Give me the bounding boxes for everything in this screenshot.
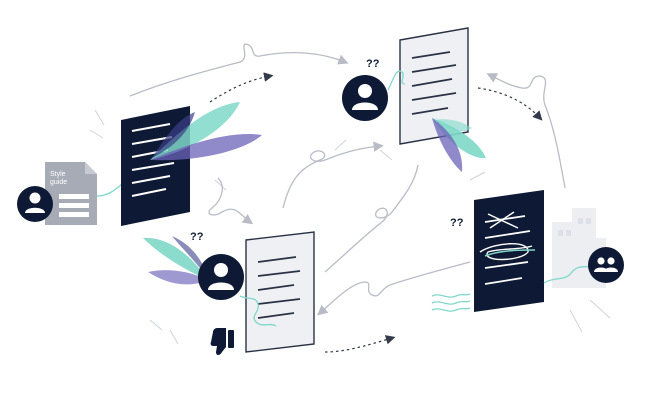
feedback-burst-bottom-left [143, 236, 208, 285]
teal-connector [543, 265, 595, 284]
dashed-arrow-top-right [477, 87, 543, 121]
flow-line-center-up [324, 164, 419, 273]
flow-line-bottom [317, 261, 471, 316]
draft-document-edited [474, 190, 544, 312]
dashed-arrow-bottom [324, 335, 396, 353]
flow-line-top [129, 43, 349, 97]
teal-connector [387, 70, 406, 91]
dashed-arrow-top-left [209, 72, 274, 103]
feedback-burst-left-top [150, 102, 262, 161]
teal-connector [239, 295, 277, 327]
flow-line-right-top [486, 73, 566, 189]
draft-document-bottom [245, 231, 315, 353]
style-guide-label-line2: guide [50, 179, 67, 186]
people-group-icon [588, 247, 624, 283]
feedback-burst-top [432, 118, 486, 172]
flow-line-left-down [208, 177, 254, 225]
dashed-arrows [209, 72, 543, 353]
question-marks-top: ?? [366, 58, 380, 70]
teal-connector [96, 183, 123, 197]
flow-lines [129, 43, 566, 316]
style-guide-document: Style guide [45, 162, 97, 225]
question-marks-left: ?? [190, 231, 204, 243]
flow-line-center [282, 141, 384, 209]
person-avatar-icon [342, 75, 388, 121]
person-avatar-icon [198, 254, 244, 300]
draft-document-top [399, 27, 469, 145]
background-sketch-lines [89, 109, 611, 345]
question-marks-right: ?? [450, 217, 464, 229]
style-guide-label-line1: Style [50, 171, 66, 178]
person-avatar-icon [17, 186, 53, 222]
thumbs-down-icon [210, 328, 234, 355]
teal-squiggle-marks [431, 293, 471, 312]
